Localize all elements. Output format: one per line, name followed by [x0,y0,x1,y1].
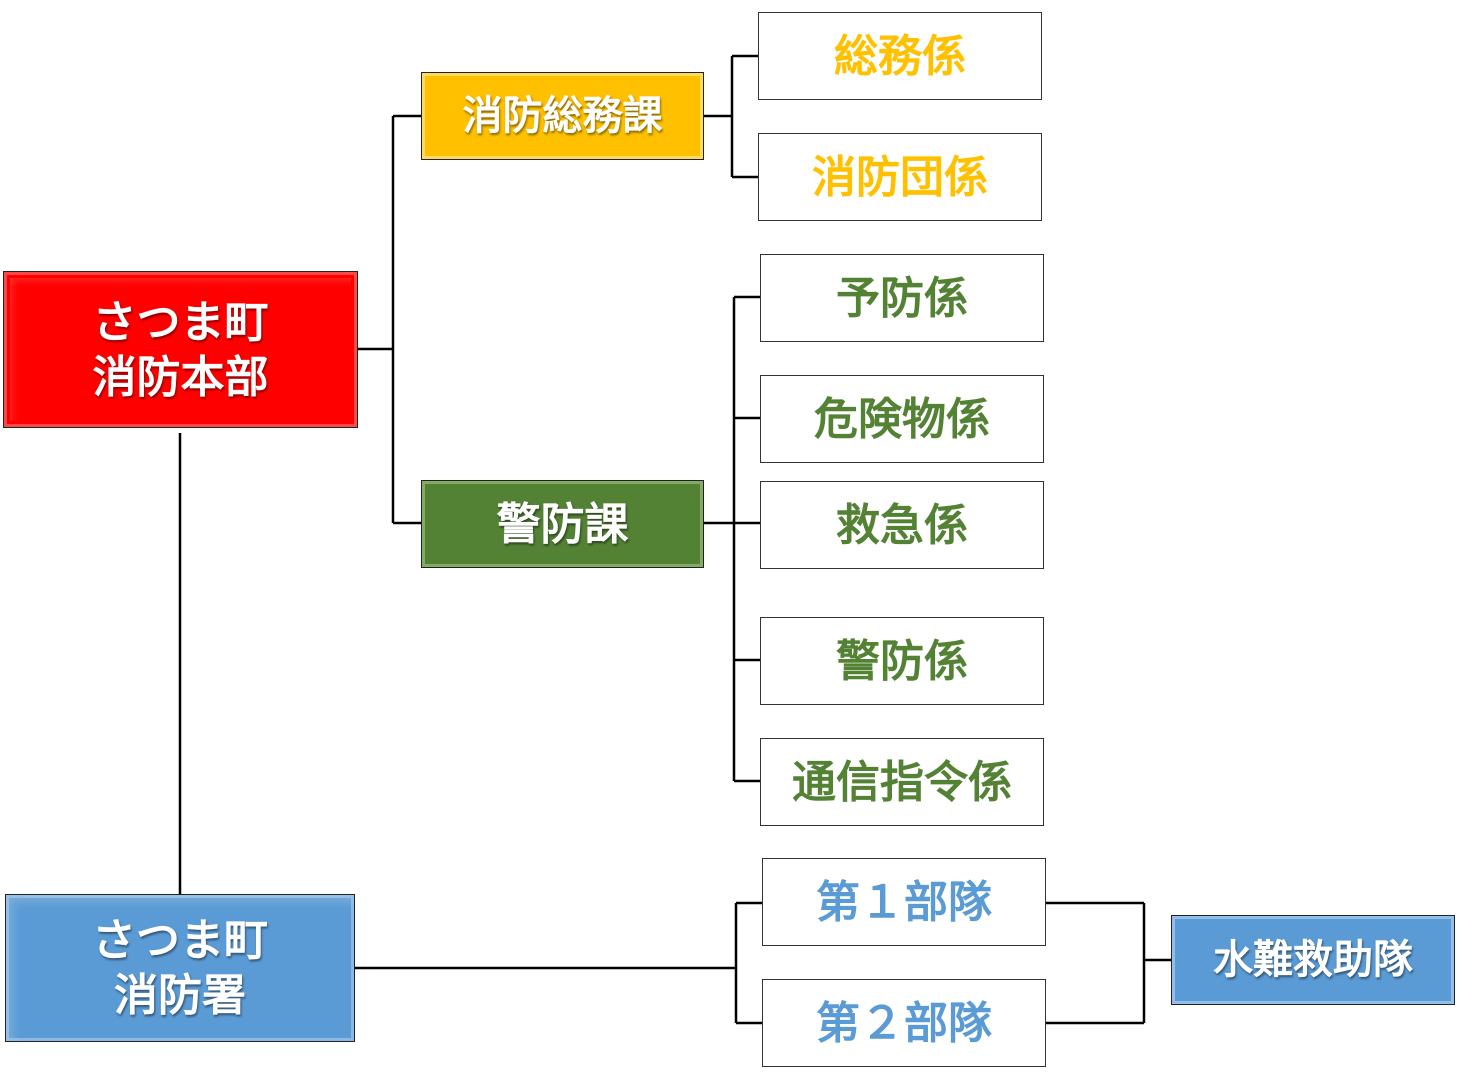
unit-box-hazardous-materials: 危険物係 [760,375,1044,463]
fire-prevention-division-label: 警防課 [496,498,629,550]
company-box-1: 第１部隊 [762,858,1046,946]
unit-box-communications: 通信指令係 [760,738,1044,826]
unit-label: 危険物係 [814,393,990,445]
station-line1: さつま町 [92,915,268,966]
unit-label: 警防係 [836,635,968,687]
station-line2: 消防署 [114,970,246,1021]
hq-line2: 消防本部 [92,351,269,403]
general-affairs-division-box: 消防総務課 [421,72,704,160]
hq-box: さつま町 消防本部 [3,271,358,428]
unit-box-prevention: 予防係 [760,254,1044,342]
station-box: さつま町 消防署 [5,894,355,1042]
water-rescue-box: 水難救助隊 [1171,915,1455,1005]
unit-box-fire-defense: 警防係 [760,617,1044,705]
water-rescue-label: 水難救助隊 [1213,937,1413,983]
company-box-2: 第２部隊 [762,979,1046,1067]
company-label: 第２部隊 [816,997,992,1049]
unit-box-fire-brigade: 消防団係 [758,133,1042,221]
unit-box-general-affairs: 総務係 [758,12,1042,100]
fire-prevention-division-box: 警防課 [421,480,704,568]
company-label: 第１部隊 [816,876,992,928]
unit-box-emergency: 救急係 [760,481,1044,569]
unit-label: 消防団係 [812,151,988,203]
general-affairs-division-label: 消防総務課 [462,93,663,139]
hq-line1: さつま町 [92,296,269,348]
unit-label: 予防係 [836,272,968,324]
unit-label: 総務係 [834,30,966,82]
unit-label: 通信指令係 [792,756,1012,808]
unit-label: 救急係 [836,499,968,551]
